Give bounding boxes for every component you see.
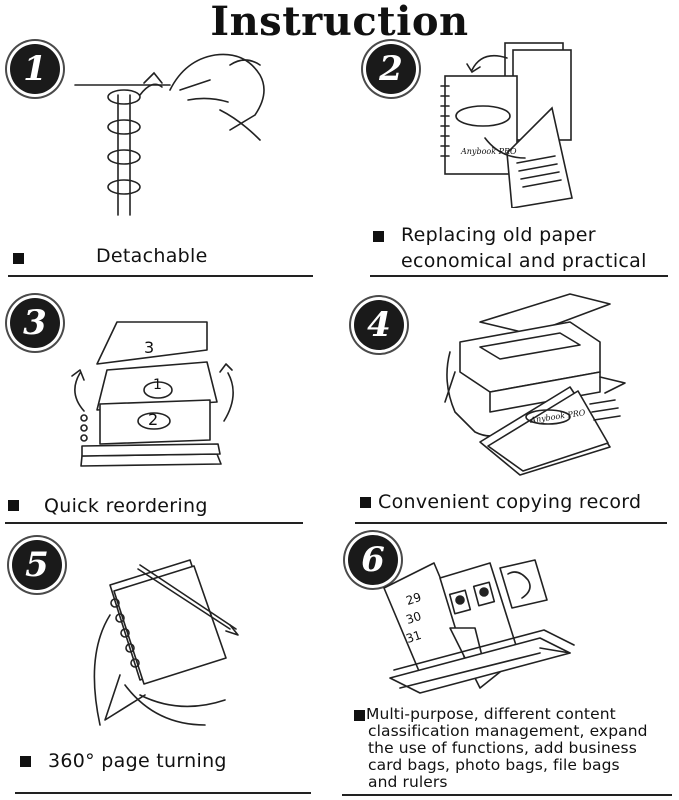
step-2-caption-line-1: Replacing old paper — [401, 224, 596, 246]
step-4-caption: Convenient copying record — [378, 491, 642, 513]
page-title: Instruction — [210, 0, 469, 45]
step-6-divider — [342, 794, 672, 796]
page-reorder-icon: 3 1 2 — [62, 318, 242, 473]
page-turning-icon — [80, 555, 250, 740]
accessory-bags-icon: 29 30 31 — [380, 548, 575, 698]
copier-icon: Anybook PRO — [440, 292, 635, 477]
step-2-bullet — [373, 231, 384, 242]
step-5-badge: 5 — [12, 540, 62, 590]
step-4-divider — [355, 522, 667, 524]
step-6-caption-line-2: classification management, expand — [368, 722, 648, 740]
step-6-caption-line-5: and rulers — [368, 773, 448, 791]
step-6-badge: 6 — [348, 535, 398, 585]
step-2-caption-line-2: economical and practical — [401, 250, 647, 272]
step-5-bullet — [20, 756, 31, 767]
step-5-caption: 360° page turning — [48, 750, 227, 772]
step-6-caption-line-4: card bags, photo bags, file bags — [368, 756, 620, 774]
step-4-badge: 4 — [354, 300, 404, 350]
step-6-caption-line-3: the use of functions, add business — [368, 739, 637, 757]
step-2-logo-text: Anybook PRO — [461, 147, 517, 156]
step-2-divider — [370, 275, 668, 277]
step-3-page-number-top: 3 — [144, 338, 155, 357]
step-6-caption-line-1: Multi-purpose, different content — [366, 705, 616, 723]
step-2-badge: 2 — [366, 44, 416, 94]
step-3-caption: Quick reordering — [44, 495, 208, 517]
step-4-bullet — [360, 497, 371, 508]
step-3-bullet — [8, 500, 19, 511]
ring-binder-detach-icon — [70, 45, 290, 220]
step-5-divider — [15, 792, 311, 794]
step-1-divider — [8, 275, 313, 277]
step-1-bullet — [13, 253, 24, 264]
step-1-caption: Detachable — [96, 245, 208, 267]
step-3-badge: 3 — [10, 298, 60, 348]
step-3-page-number-middle: 1 — [153, 377, 162, 393]
step-3-divider — [5, 522, 303, 524]
step-6-bullet — [354, 710, 365, 721]
paper-replace-icon: Anybook PRO — [435, 38, 575, 208]
step-1-badge: 1 — [10, 44, 60, 94]
step-3-page-number-bottom: 2 — [148, 410, 159, 429]
